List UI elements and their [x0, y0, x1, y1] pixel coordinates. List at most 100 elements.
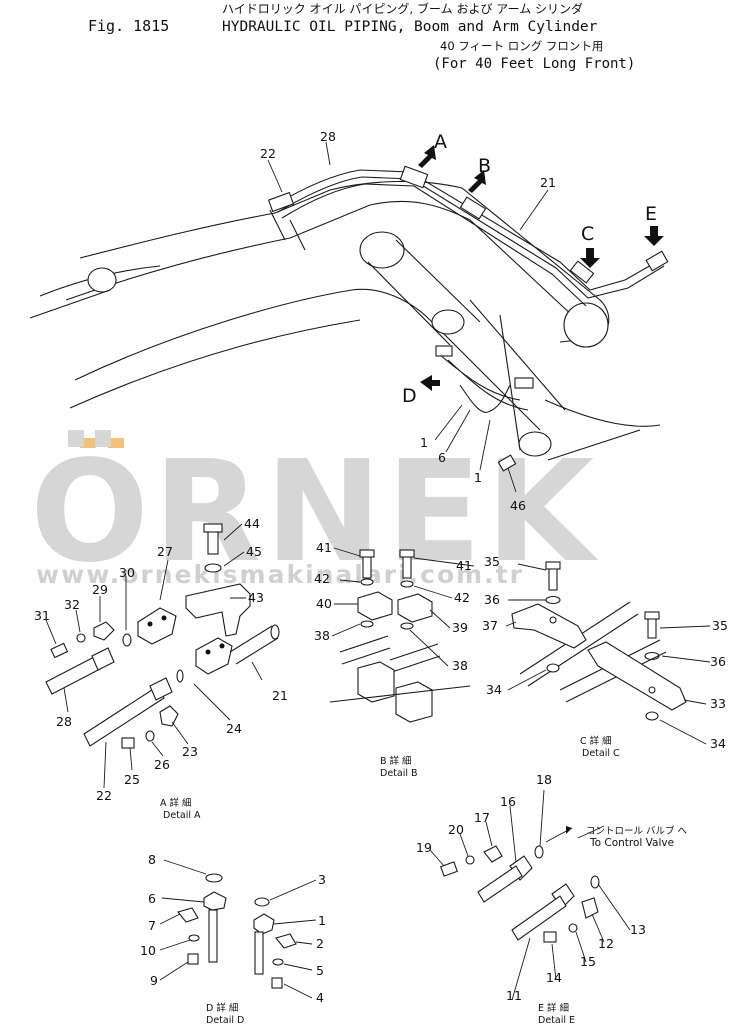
pipe-21-end: [270, 624, 280, 640]
label-c-35a: 35: [484, 554, 500, 569]
label-d-4: 4: [316, 990, 324, 1005]
label-e-20: 20: [448, 822, 464, 837]
washer-5: [272, 958, 284, 966]
label-d-1: 1: [318, 913, 326, 928]
washer-10: [188, 934, 200, 942]
half-clamp-17: [483, 845, 503, 863]
label-d-2: 2: [316, 936, 324, 951]
nut-34b: [645, 711, 659, 721]
half-clamp-7: [177, 907, 199, 923]
bolt-35a-head: [545, 561, 561, 570]
label-b-38b: 38: [452, 658, 468, 673]
label-b-41b: 41: [456, 558, 472, 573]
label-a-25: 25: [124, 772, 140, 787]
label-a-44: 44: [244, 516, 260, 531]
half-clamp-29: [93, 621, 115, 641]
label-e-16: 16: [500, 794, 516, 809]
label-21: 21: [540, 175, 556, 190]
label-1a: 1: [420, 435, 428, 450]
washer-20: [465, 855, 475, 865]
washer-32: [76, 633, 86, 643]
hose-28-fitting: [91, 647, 115, 671]
detail-b: 41 41 42 42 40 39 38 38 B 詳 細 Detail B: [314, 540, 475, 779]
detail-d-caption: Detail D: [206, 1015, 244, 1026]
hose-22: [83, 685, 165, 747]
bolt-25: [121, 737, 135, 749]
tube-6: [208, 909, 218, 963]
label-e-12: 12: [598, 936, 614, 951]
arm-hose-fitting: [514, 377, 534, 389]
bolt-41a-head: [359, 549, 375, 558]
svg-text:D: D: [402, 385, 417, 407]
arm-cylinder-bottom: [518, 431, 552, 457]
detail-a-caption: Detail A: [163, 810, 201, 821]
label-c-34a: 34: [486, 682, 502, 697]
hose-clamp-B: [459, 196, 487, 220]
arm-hose-fitting-d: [435, 345, 453, 357]
label-e-14: 14: [546, 970, 562, 985]
figure-title: HYDRAULIC OIL PIPING, Boom and Arm Cylin…: [222, 19, 598, 35]
pipes-b: [339, 635, 441, 673]
label-a-31: 31: [34, 608, 50, 623]
bracket-b: [329, 685, 471, 703]
clamp-block-b1: [357, 661, 395, 703]
watermark-umlaut-1: [80, 438, 96, 448]
washer-42b: [400, 580, 414, 588]
detail-d: 8 3 6 1 7 2 10 5 9 4 D 詳 細 Detail D: [140, 852, 326, 1026]
header-jp-subtitle: 40 フィート ロング フロント用: [440, 39, 603, 53]
label-a-28: 28: [56, 714, 72, 729]
label-d-10: 10: [140, 943, 156, 958]
grease-fitting-46: [497, 454, 517, 472]
view-arrow-E: E: [644, 203, 664, 246]
label-22: 22: [260, 146, 276, 161]
view-arrow-C: C: [580, 223, 600, 268]
view-arrow-D: D: [402, 375, 440, 407]
label-b-40: 40: [316, 596, 332, 611]
label-b-42b: 42: [454, 590, 470, 605]
arm-cylinder-tube: [429, 299, 566, 431]
half-clamp-23: [159, 705, 179, 727]
nut-34a: [546, 663, 560, 673]
fitting-1: [253, 913, 275, 935]
hose-16: [477, 865, 523, 903]
label-a-26: 26: [154, 757, 170, 772]
detail-a: 44 45 27 43 30 29 32 31 28 21 24 23 26 2…: [34, 516, 288, 821]
hose-11: [511, 895, 567, 941]
bolt-41b: [402, 555, 412, 579]
detail-d-caption-jp: D 詳 細: [206, 1002, 238, 1014]
label-a-45: 45: [246, 544, 262, 559]
hose-clamp-A: [399, 165, 429, 189]
bolt-31: [50, 642, 69, 659]
svg-text:B: B: [478, 155, 491, 177]
oring-30: [122, 633, 132, 647]
clamp-43: [185, 583, 251, 637]
oring-8: [205, 873, 223, 883]
half-clamp-2: [275, 933, 297, 949]
label-6: 6: [438, 450, 446, 465]
label-d-3: 3: [318, 872, 326, 887]
label-a-27: 27: [157, 544, 173, 559]
label-b-39: 39: [452, 620, 468, 635]
boom-cylinder-head: [87, 267, 117, 293]
oring-18: [534, 845, 544, 859]
spacer-38a: [360, 620, 374, 628]
clamp-37: [511, 603, 587, 649]
bolt-9: [187, 953, 199, 965]
figure-number: Fig. 1815: [88, 17, 169, 35]
hose-clamp-E: [645, 250, 669, 272]
watermark-umlaut-2: [108, 438, 124, 448]
clamp-39: [397, 593, 433, 623]
flange-21: [195, 637, 233, 675]
boom-bracket: [269, 209, 306, 251]
bolt-35a: [548, 567, 558, 591]
label-b-38a: 38: [314, 628, 330, 643]
label-a-21: 21: [272, 688, 288, 703]
label-d-6: 6: [148, 891, 156, 906]
boom-outline-lower: [65, 200, 576, 319]
header-subtitle: (For 40 Feet Long Front): [433, 56, 635, 72]
main-assembly: A B C D E 28 22 21 1 6 1 46: [29, 129, 669, 513]
label-e-17: 17: [474, 810, 490, 825]
arm-cylinder-head-pin: [359, 231, 405, 269]
